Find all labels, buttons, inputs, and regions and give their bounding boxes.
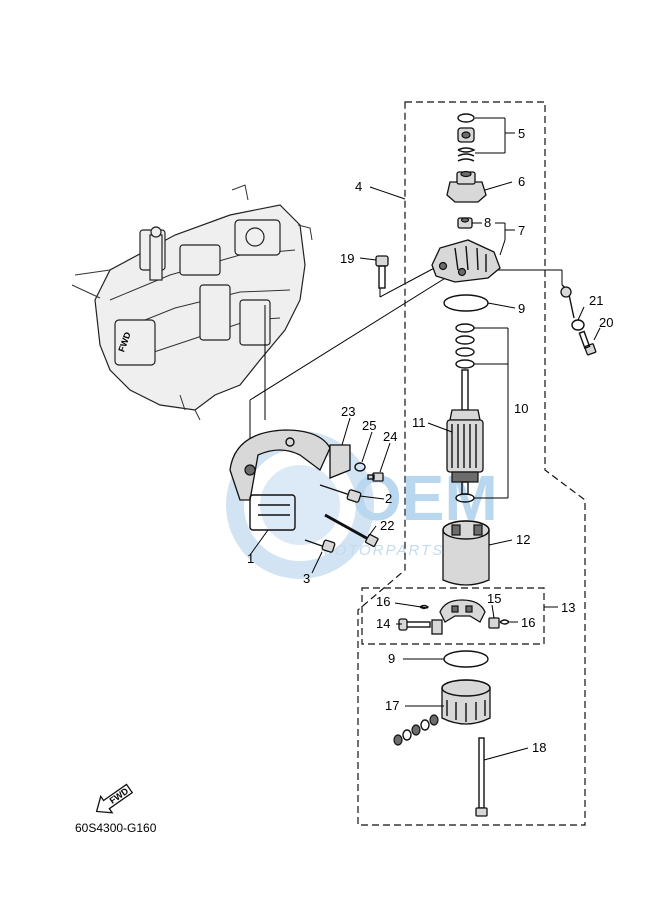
watermark-sub: MOTORPARTS: [320, 542, 444, 559]
callout-6: 6: [518, 174, 525, 189]
callout-7: 7: [518, 223, 525, 238]
callout-15: 15: [487, 591, 501, 606]
part-3-bolt: [304, 539, 336, 553]
callout-1: 1: [247, 551, 254, 566]
part-6-drive-pinion: [446, 170, 487, 203]
callout-21: 21: [589, 293, 603, 308]
diagram-code: 60S4300-G160: [75, 821, 157, 835]
callout-22: 22: [380, 518, 394, 533]
part-5-pinion-stopper: [457, 113, 476, 162]
part-19-bolt: [375, 255, 389, 297]
part-9-o-ring-lower: [443, 650, 489, 668]
part-20-bolt: [578, 330, 597, 356]
callout-11: 11: [412, 415, 426, 430]
callout-16-right: 16: [521, 615, 535, 630]
callout-18: 18: [532, 740, 546, 755]
callout-17: 17: [385, 698, 399, 713]
part-17-nut-washers: [393, 714, 439, 746]
part-4-upper-housing: [431, 239, 501, 283]
part-9-o-ring-upper: [443, 294, 489, 312]
part-15-brush: [488, 617, 500, 629]
part-14-screw: [398, 618, 443, 635]
part-23-plate: [329, 444, 351, 479]
callout-23: 23: [341, 404, 355, 419]
callout-5: 5: [518, 126, 525, 141]
part-8-collar: [457, 217, 473, 229]
part-17-lower-cover: [441, 679, 491, 725]
callout-8: 8: [484, 215, 491, 230]
callout-13: 13: [561, 600, 575, 615]
callout-4: 4: [355, 179, 362, 194]
callout-20: 20: [599, 315, 613, 330]
part-22-long-bolt: [324, 513, 379, 548]
callout-25: 25: [362, 418, 376, 433]
callout-10: 10: [514, 401, 528, 416]
part-11-armature: [446, 369, 484, 495]
part-2-bolt: [319, 484, 362, 503]
callout-24: 24: [383, 429, 397, 444]
part-21-washer: [560, 284, 585, 331]
part-16-spring: [419, 604, 510, 625]
callouts: 1 2 3 4 5 6 7 8 9 9 10 11 12 13 14 15 16…: [247, 126, 613, 755]
callout-19: 19: [340, 251, 354, 266]
fwd-arrow: FWD: [95, 783, 134, 814]
callout-3: 3: [303, 571, 310, 586]
part-1-bracket: [229, 429, 331, 531]
starter-assembly-outline: [357, 101, 586, 826]
callout-14: 14: [376, 616, 390, 631]
engine-block: FWD: [71, 184, 313, 421]
part-18-through-bolt: [475, 737, 488, 817]
callout-12: 12: [516, 532, 530, 547]
part-25-washer: [354, 462, 366, 472]
callout-2: 2: [385, 491, 392, 506]
part-13-brush-holder: [439, 599, 486, 623]
part-12-stator: [442, 520, 490, 586]
part-24-bolt: [367, 472, 384, 482]
callout-9-lower: 9: [388, 651, 395, 666]
callout-16-left: 16: [376, 594, 390, 609]
leader-lines: [249, 117, 601, 761]
callout-9-upper: 9: [518, 301, 525, 316]
